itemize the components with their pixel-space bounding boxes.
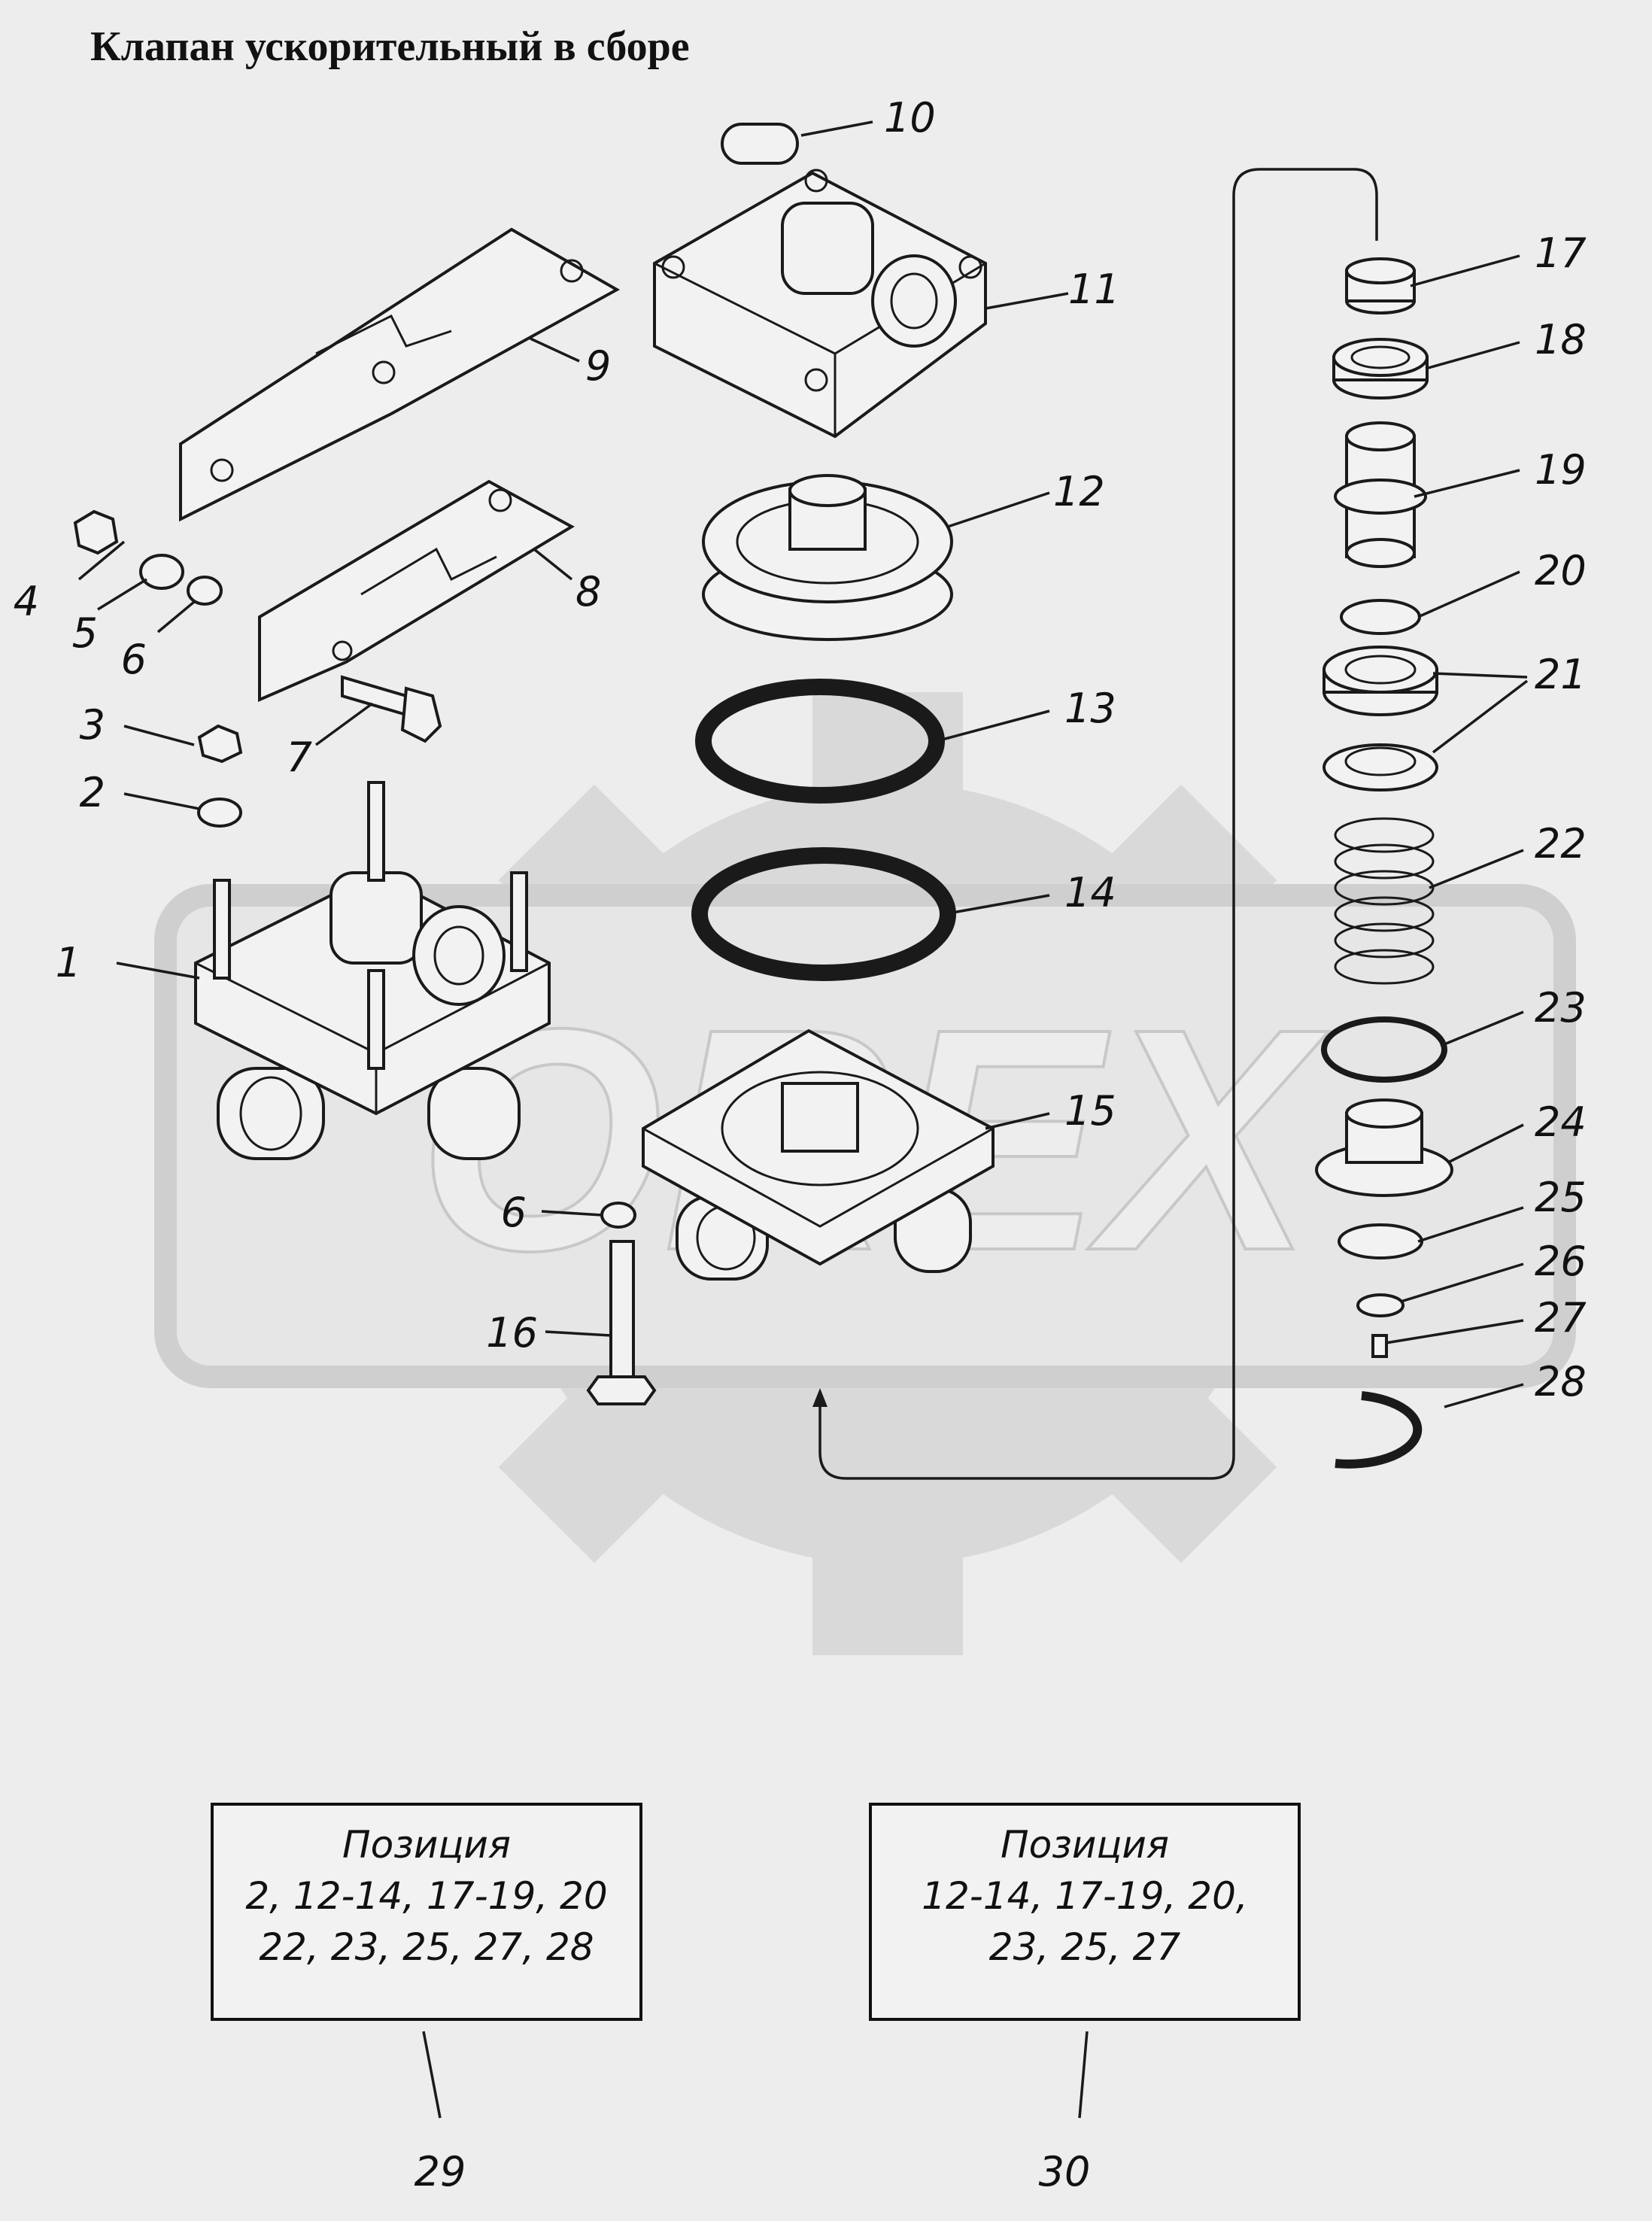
part-1-valve-assembly <box>194 781 551 1160</box>
callout-24: 24 <box>1535 1098 1587 1146</box>
part-23-o-ring <box>1321 1016 1447 1083</box>
callout-4: 4 <box>14 578 39 625</box>
callout-17: 17 <box>1535 229 1587 277</box>
part-18-ring <box>1332 338 1429 400</box>
part-3-nut <box>197 724 243 764</box>
part-4-nut <box>73 509 119 555</box>
callout-19: 19 <box>1535 446 1587 494</box>
part-2-washer <box>197 798 242 828</box>
part-11-cover <box>653 169 987 439</box>
part-19-piston-valve <box>1334 421 1427 568</box>
part-7-bolt <box>341 675 442 743</box>
assembly-route-arrowhead <box>812 1388 828 1407</box>
page-title: Клапан ускорительный в сборе <box>90 23 690 70</box>
part-6-washer <box>187 576 223 606</box>
callout-1: 1 <box>56 939 81 986</box>
kit-number-29: 29 <box>415 2148 466 2195</box>
callout-5: 5 <box>72 609 98 657</box>
callout-13: 13 <box>1064 685 1116 732</box>
part-24-valve-seat <box>1315 1098 1453 1197</box>
part-17-cup <box>1345 257 1416 314</box>
callout-25: 25 <box>1535 1174 1587 1221</box>
callout-10: 10 <box>884 94 936 141</box>
callout-7: 7 <box>287 734 312 781</box>
assembly-route-line <box>818 168 1378 1480</box>
callout-14: 14 <box>1064 869 1116 916</box>
part-22-spring <box>1334 817 1435 985</box>
part-8-bracket <box>258 479 575 703</box>
part-28-retaining-ring <box>1335 1391 1423 1469</box>
callout-12: 12 <box>1053 468 1105 515</box>
callout-11: 11 <box>1068 266 1120 313</box>
part-21-rings <box>1323 646 1438 791</box>
callout-23: 23 <box>1535 984 1587 1032</box>
part-15-valve-body <box>642 1028 995 1281</box>
callout-2: 2 <box>80 769 105 816</box>
part-27-pin <box>1371 1334 1388 1358</box>
kit-box-29: Позиция 2, 12-14, 17-19, 20 22, 23, 25, … <box>211 1803 642 2021</box>
callout-26: 26 <box>1535 1238 1587 1285</box>
part-25-disc <box>1338 1223 1423 1259</box>
callout-21: 21 <box>1535 651 1587 698</box>
part-12-piston <box>702 474 953 641</box>
callout-9: 9 <box>585 342 611 390</box>
part-5-washer <box>139 554 184 590</box>
leader-lines <box>77 120 1529 2119</box>
part-9-bracket <box>179 227 621 522</box>
callout-3: 3 <box>80 701 105 749</box>
callout-22: 22 <box>1535 820 1587 867</box>
kit-number-30: 30 <box>1039 2148 1091 2195</box>
callout-6-upper: 6 <box>121 636 147 683</box>
kit-box-line: 23, 25, 27 <box>988 1925 1181 1969</box>
kit-box-line: 22, 23, 25, 27, 28 <box>259 1925 594 1969</box>
kit-box-line: 2, 12-14, 17-19, 20 <box>245 1874 608 1918</box>
callout-20: 20 <box>1535 547 1587 594</box>
part-26-washer <box>1356 1293 1405 1317</box>
kit-box-heading: Позиция <box>342 1823 511 1867</box>
kit-box-heading: Позиция <box>1001 1823 1169 1867</box>
callout-27: 27 <box>1535 1294 1587 1341</box>
kit-box-30: Позиция 12-14, 17-19, 20, 23, 25, 27 <box>869 1803 1301 2021</box>
callout-16: 16 <box>486 1309 538 1357</box>
kit-box-line: 12-14, 17-19, 20, <box>922 1874 1248 1918</box>
callout-8: 8 <box>575 568 601 615</box>
callout-labels: 1 2 3 4 5 6 6 7 8 9 10 11 12 13 14 15 16… <box>14 94 1587 2195</box>
part-16-bolt <box>586 1240 657 1405</box>
callout-6-lower: 6 <box>501 1189 527 1236</box>
callout-15: 15 <box>1064 1087 1116 1135</box>
part-20-o-ring <box>1340 599 1421 635</box>
part-6-washer-lower <box>600 1202 636 1229</box>
part-10-plug <box>721 123 799 165</box>
callout-28: 28 <box>1535 1358 1587 1405</box>
callout-18: 18 <box>1535 316 1587 363</box>
